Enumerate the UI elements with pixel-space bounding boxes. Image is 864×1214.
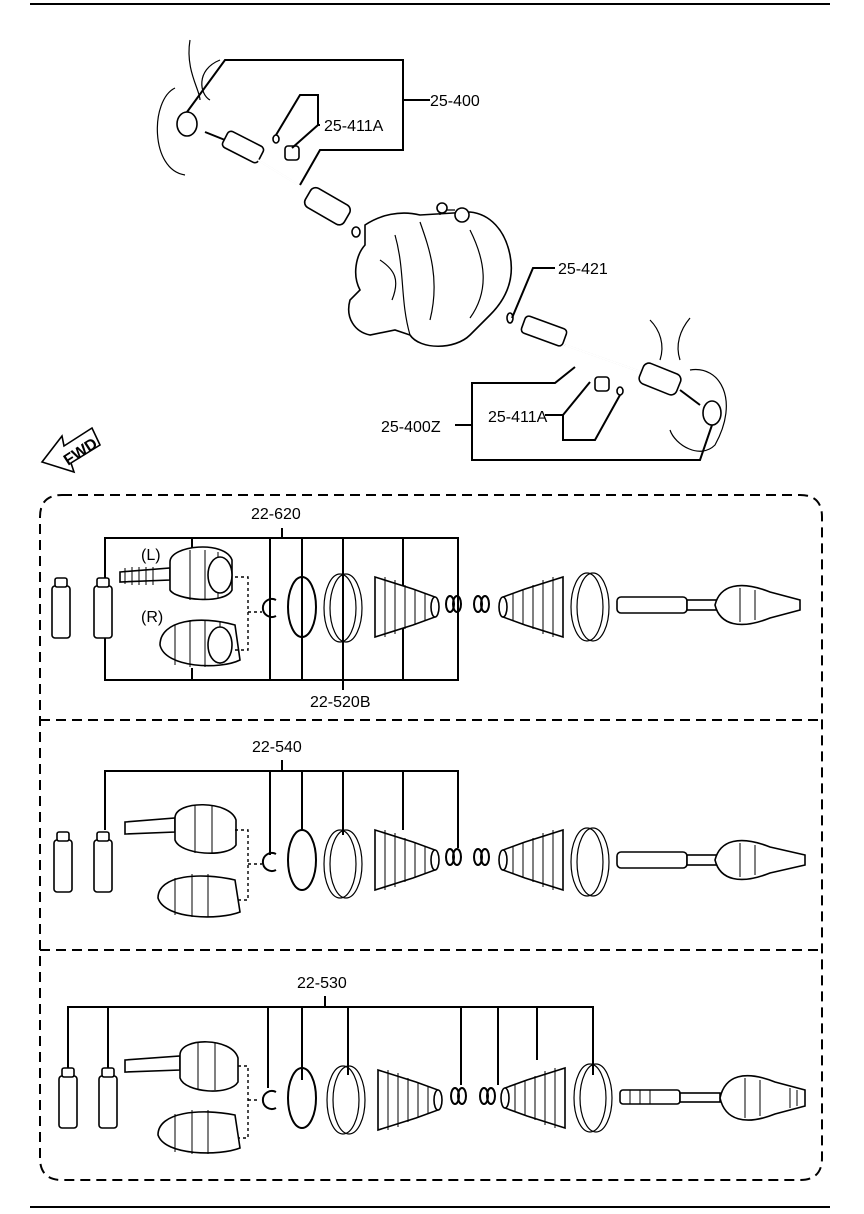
label-25-421: 25-421 — [558, 261, 608, 278]
transmission-case — [348, 202, 513, 347]
label-22-540: 22-540 — [252, 739, 302, 756]
shaft-row3 — [619, 1089, 721, 1105]
label-25-411a-bottom: 25-411A — [488, 409, 548, 426]
oil-seal-bottom — [594, 376, 610, 392]
oil-seal-small-bottom — [616, 386, 624, 396]
outer-joint-right — [159, 619, 241, 667]
label-22-520b: 22-520B — [310, 694, 371, 711]
outer-joint-row3-b — [157, 1110, 241, 1154]
label-25-400: 25-400 — [430, 93, 480, 110]
label-left: (L) — [141, 547, 161, 564]
inner-joint-row2 — [714, 839, 806, 881]
inner-joint-row1 — [714, 584, 801, 626]
inner-joint-row3 — [719, 1074, 806, 1121]
oil-seal-small-top — [272, 134, 280, 144]
label-25-411a-top: 25-411A — [324, 118, 384, 135]
outer-joint-row3-a — [124, 1041, 239, 1092]
outer-joint-row2-a — [124, 803, 237, 855]
oil-seal-top — [284, 145, 300, 161]
kit-row-22-530: 22-530 — [58, 975, 806, 1154]
kit-row-22-620: 22-620 (L) (R) 22-520B — [51, 506, 801, 711]
upper-drive-shaft-part — [204, 130, 361, 238]
label-25-400z: 25-400Z — [381, 419, 441, 436]
fwd-arrow-icon: FWD — [40, 426, 102, 474]
top-assembly: 25-400 25-411A 25-421 25-400Z 25-411A FW… — [30, 3, 830, 474]
kit-panel-border — [39, 494, 823, 1181]
label-right: (R) — [141, 609, 163, 626]
right-drive-shaft-part — [506, 312, 727, 452]
label-22-530: 22-530 — [297, 975, 347, 992]
left-hub-part — [156, 39, 221, 176]
outer-joint-row2-b — [157, 874, 241, 918]
outer-joint-left — [119, 546, 233, 601]
label-22-620: 22-620 — [251, 506, 301, 523]
kit-row-22-540: 22-540 — [53, 739, 806, 918]
